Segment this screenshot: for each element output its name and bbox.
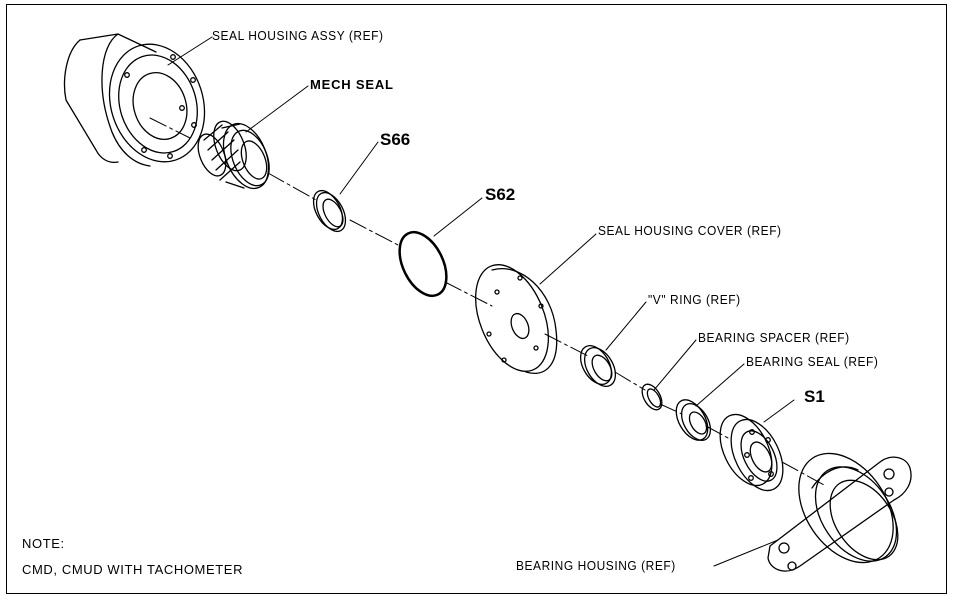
seal-housing-assy-part <box>63 33 206 167</box>
s1-label: S1 <box>804 387 825 406</box>
mech-seal-part <box>197 120 270 190</box>
leader-lines <box>167 36 795 567</box>
bearing-spacer-label: BEARING SPACER (REF) <box>698 330 850 345</box>
bearing-spacer-part <box>641 383 663 411</box>
bearing-seal-part <box>675 399 712 441</box>
drawing-border <box>6 4 947 594</box>
v-ring-part <box>579 345 617 387</box>
s1-bearing-part <box>719 413 784 492</box>
s66-label: S66 <box>380 130 411 149</box>
seal-housing-assy-label: SEAL HOUSING ASSY (REF) <box>212 28 384 43</box>
centerline <box>149 117 827 487</box>
mech-seal-label: MECH SEAL <box>310 77 394 92</box>
seal-housing-cover-label: SEAL HOUSING COVER (REF) <box>598 223 782 238</box>
note-heading: NOTE: <box>22 536 65 551</box>
note-text: CMD, CMUD WITH TACHOMETER <box>22 562 244 577</box>
bearing-housing-part <box>767 452 912 572</box>
bearing-housing-label: BEARING HOUSING (REF) <box>516 558 676 573</box>
s62-oring-part <box>398 230 448 298</box>
bearing-seal-label: BEARING SEAL (REF) <box>746 354 879 369</box>
v-ring-label: "V" RING (REF) <box>648 292 741 307</box>
s62-label: S62 <box>485 185 516 204</box>
seal-housing-cover-part <box>475 264 558 374</box>
s66-ring-part <box>312 189 347 233</box>
